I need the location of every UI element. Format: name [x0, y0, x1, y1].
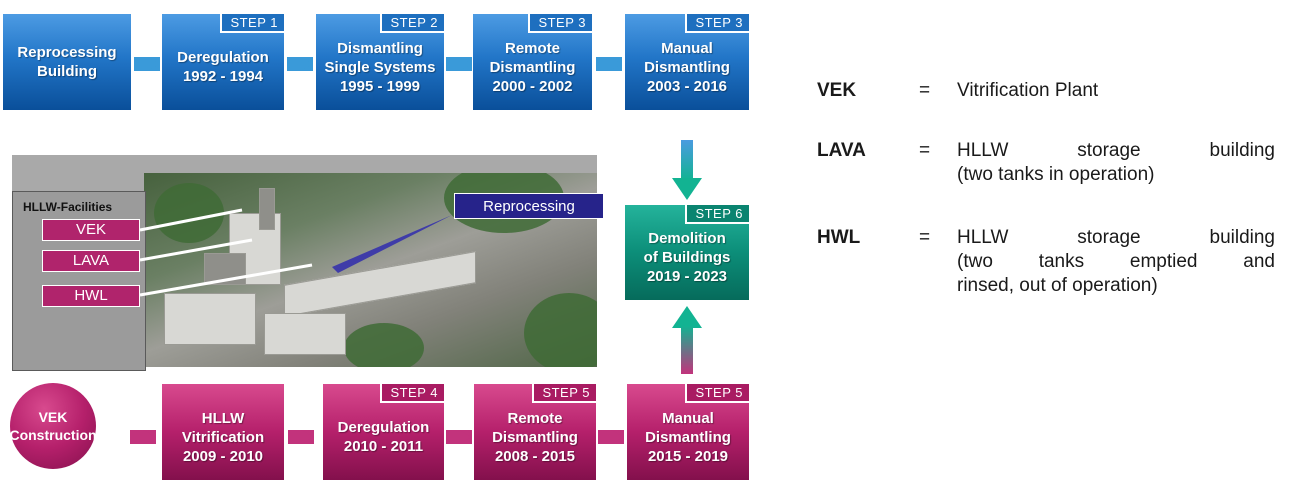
arrow-right-icon	[598, 430, 624, 444]
node-label: 2009 - 2010	[183, 447, 263, 466]
legend-definition: HLLW storage building (two tanks emptied…	[957, 226, 1275, 298]
node-hllw-vitrification: HLLW Vitrification 2009 - 2010	[162, 384, 284, 480]
node-step-3-remote-dismantling: STEP 3 Remote Dismantling 2000 - 2002	[473, 14, 592, 110]
node-step-6-demolition: STEP 6 Demolition of Buildings 2019 - 20…	[625, 205, 749, 300]
node-label: 2019 - 2023	[647, 267, 727, 286]
legend-definition: HLLW storage building (two tanks in oper…	[957, 139, 1275, 187]
node-label: 2008 - 2015	[495, 447, 575, 466]
facility-label-hwl: HWL	[42, 285, 140, 307]
node-step-2-dismantling-single-systems: STEP 2 Dismantling Single Systems 1995 -…	[316, 14, 444, 110]
legend-line: rinsed, out of operation)	[957, 274, 1275, 298]
legend-equals: =	[919, 79, 930, 103]
node-label: Remote	[507, 409, 562, 428]
node-vek-construction: VEK Construction	[10, 383, 96, 469]
arrow-right-icon	[287, 57, 313, 71]
node-step-4-deregulation: STEP 4 Deregulation 2010 - 2011	[323, 384, 444, 480]
node-step-5-remote-dismantling: STEP 5 Remote Dismantling 2008 - 2015	[474, 384, 596, 480]
legend-line: (two tanks emptied and	[957, 250, 1275, 274]
facility-label-lava: LAVA	[42, 250, 140, 272]
arrow-right-icon	[134, 57, 160, 71]
facility-photo-panel: HLLW-Facilities VEK LAVA HWL Reprocessin…	[12, 155, 597, 367]
legend-definition: Vitrification Plant	[957, 79, 1098, 103]
arrow-right-icon	[446, 57, 472, 71]
legend-equals: =	[919, 139, 930, 163]
step-badge: STEP 3	[685, 14, 749, 33]
legend-abbr: HWL	[817, 226, 860, 250]
arrow-right-icon	[446, 430, 472, 444]
node-step-1-deregulation: STEP 1 Deregulation 1992 - 1994	[162, 14, 284, 110]
node-label: Deregulation	[338, 418, 430, 437]
step-badge: STEP 5	[532, 384, 596, 403]
legend-equals: =	[919, 226, 930, 250]
node-label: of Buildings	[644, 248, 731, 267]
node-label: Construction	[9, 426, 96, 444]
step-badge: STEP 5	[685, 384, 749, 403]
node-label: Building	[37, 62, 97, 81]
arrow-down-icon	[672, 140, 702, 200]
node-label: Dismantling	[645, 428, 731, 447]
arrow-right-icon	[130, 430, 156, 444]
node-label: Dismantling	[644, 58, 730, 77]
node-label: Single Systems	[325, 58, 436, 77]
legend-lava: LAVA = HLLW storage building (two tanks …	[817, 139, 1277, 191]
node-label: Vitrification	[182, 428, 264, 447]
node-label: Deregulation	[177, 48, 269, 67]
arrow-right-icon	[288, 430, 314, 444]
node-label: Demolition	[648, 229, 726, 248]
step-badge: STEP 2	[380, 14, 444, 33]
node-step-3-manual-dismantling: STEP 3 Manual Dismantling 2003 - 2016	[625, 14, 749, 110]
step-badge: STEP 3	[528, 14, 592, 33]
legend-vek: VEK = Vitrification Plant	[817, 79, 1277, 105]
node-label: 1995 - 1999	[340, 77, 420, 96]
node-label: Reprocessing	[17, 43, 116, 62]
node-label: Manual	[662, 409, 714, 428]
step-badge: STEP 1	[220, 14, 284, 33]
node-label: 1992 - 1994	[183, 67, 263, 86]
arrow-right-icon	[596, 57, 622, 71]
legend-line: (two tanks in operation)	[957, 163, 1275, 187]
legend-hwl: HWL = HLLW storage building (two tanks e…	[817, 226, 1277, 304]
node-label: 2000 - 2002	[492, 77, 572, 96]
node-label: 2010 - 2011	[344, 437, 423, 456]
step-badge: STEP 6	[685, 205, 749, 224]
node-label: Remote	[505, 39, 560, 58]
facility-label-vek: VEK	[42, 219, 140, 241]
node-label: Dismantling	[337, 39, 423, 58]
node-reprocessing-building: Reprocessing Building	[3, 14, 131, 110]
legend-abbr: LAVA	[817, 139, 866, 163]
node-label: Manual	[661, 39, 713, 58]
step-badge: STEP 4	[380, 384, 444, 403]
reprocessing-label: Reprocessing	[454, 193, 604, 219]
node-label: 2003 - 2016	[647, 77, 727, 96]
legend-line: HLLW storage building	[957, 139, 1275, 163]
legend-abbr: VEK	[817, 79, 856, 103]
node-label: 2015 - 2019	[648, 447, 728, 466]
arrow-up-icon	[672, 306, 702, 374]
legend-line: HLLW storage building	[957, 226, 1275, 250]
node-label: HLLW	[202, 409, 245, 428]
node-step-5-manual-dismantling: STEP 5 Manual Dismantling 2015 - 2019	[627, 384, 749, 480]
node-label: Dismantling	[492, 428, 578, 447]
node-label: Dismantling	[490, 58, 576, 77]
node-label: VEK	[39, 408, 68, 426]
